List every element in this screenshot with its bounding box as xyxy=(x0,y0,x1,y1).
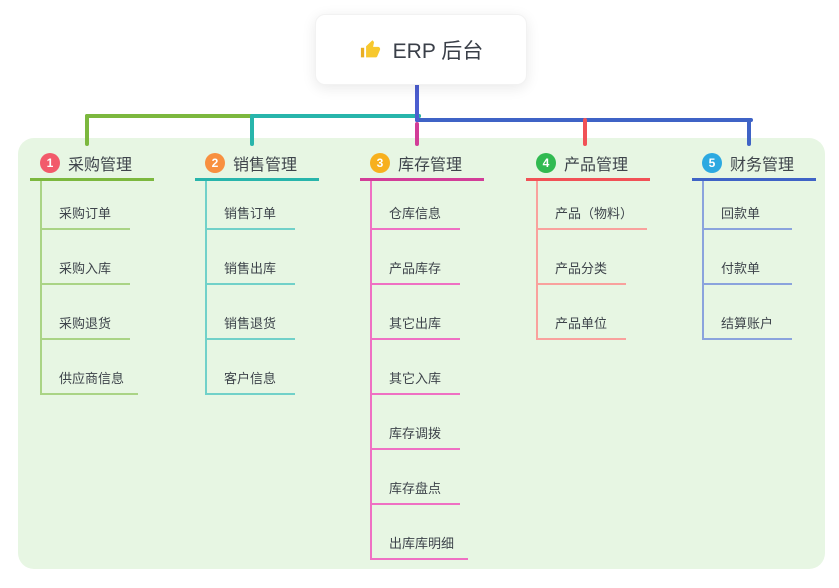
branch-node-1[interactable]: 1 采购管理 xyxy=(30,147,154,181)
root-node[interactable]: ERP 后台 xyxy=(315,14,527,85)
branch-label: 库存管理 xyxy=(398,156,463,174)
drop-branch-2 xyxy=(250,114,254,146)
leaf-node[interactable]: 销售订单 xyxy=(205,204,295,230)
leaf-node[interactable]: 产品分类 xyxy=(536,259,626,285)
leaf-node[interactable]: 采购入库 xyxy=(40,259,130,285)
branch-label: 财务管理 xyxy=(730,156,795,174)
branch-badge-5: 5 xyxy=(702,152,722,173)
drop-branch-1 xyxy=(85,114,89,146)
leaf-node[interactable]: 采购订单 xyxy=(40,204,130,230)
leaf-node[interactable]: 产品单位 xyxy=(536,314,626,340)
leaf-node[interactable]: 供应商信息 xyxy=(40,369,139,395)
root-connector xyxy=(415,83,419,122)
branch-node-4[interactable]: 4 产品管理 xyxy=(526,147,650,181)
mindmap-background-panel xyxy=(18,138,825,569)
leaf-node[interactable]: 回款单 xyxy=(702,204,792,230)
leaf-node[interactable]: 出库库明细 xyxy=(370,534,469,560)
leaf-node[interactable]: 销售退货 xyxy=(205,314,295,340)
leaf-node[interactable]: 其它入库 xyxy=(370,369,460,395)
branch-label: 采购管理 xyxy=(68,156,133,174)
leaf-node[interactable]: 其它出库 xyxy=(370,314,460,340)
leaf-node[interactable]: 库存调拨 xyxy=(370,424,460,450)
drop-branch-3 xyxy=(415,122,419,146)
root-node-label: ERP 后台 xyxy=(392,39,484,63)
thumbs-up-icon xyxy=(359,38,382,61)
leaf-node[interactable]: 仓库信息 xyxy=(370,204,460,230)
branch-badge-2: 2 xyxy=(205,152,225,173)
connector-branch-2 xyxy=(250,114,421,118)
drop-branch-5 xyxy=(747,118,751,146)
leaf-node[interactable]: 产品库存 xyxy=(370,259,460,285)
subtree-rail-1 xyxy=(40,178,42,395)
leaf-node[interactable]: 结算账户 xyxy=(702,314,792,340)
leaf-node[interactable]: 采购退货 xyxy=(40,314,130,340)
leaf-node[interactable]: 客户信息 xyxy=(205,369,295,395)
leaf-node[interactable]: 销售出库 xyxy=(205,259,295,285)
branch-node-5[interactable]: 5 财务管理 xyxy=(692,147,816,181)
subtree-rail-2 xyxy=(205,178,207,395)
subtree-rail-3 xyxy=(370,178,372,560)
branch-badge-1: 1 xyxy=(40,152,60,173)
branch-badge-4: 4 xyxy=(536,152,556,173)
branch-node-2[interactable]: 2 销售管理 xyxy=(195,147,319,181)
leaf-node[interactable]: 库存盘点 xyxy=(370,479,460,505)
subtree-rail-5 xyxy=(702,178,704,340)
branch-node-3[interactable]: 3 库存管理 xyxy=(360,147,484,181)
branch-badge-3: 3 xyxy=(370,152,390,173)
drop-branch-4 xyxy=(583,118,587,146)
leaf-node[interactable]: 产品（物料） xyxy=(536,204,648,230)
subtree-rail-4 xyxy=(536,178,538,340)
leaf-node[interactable]: 付款单 xyxy=(702,259,792,285)
branch-label: 产品管理 xyxy=(564,156,629,174)
branch-label: 销售管理 xyxy=(233,156,298,174)
